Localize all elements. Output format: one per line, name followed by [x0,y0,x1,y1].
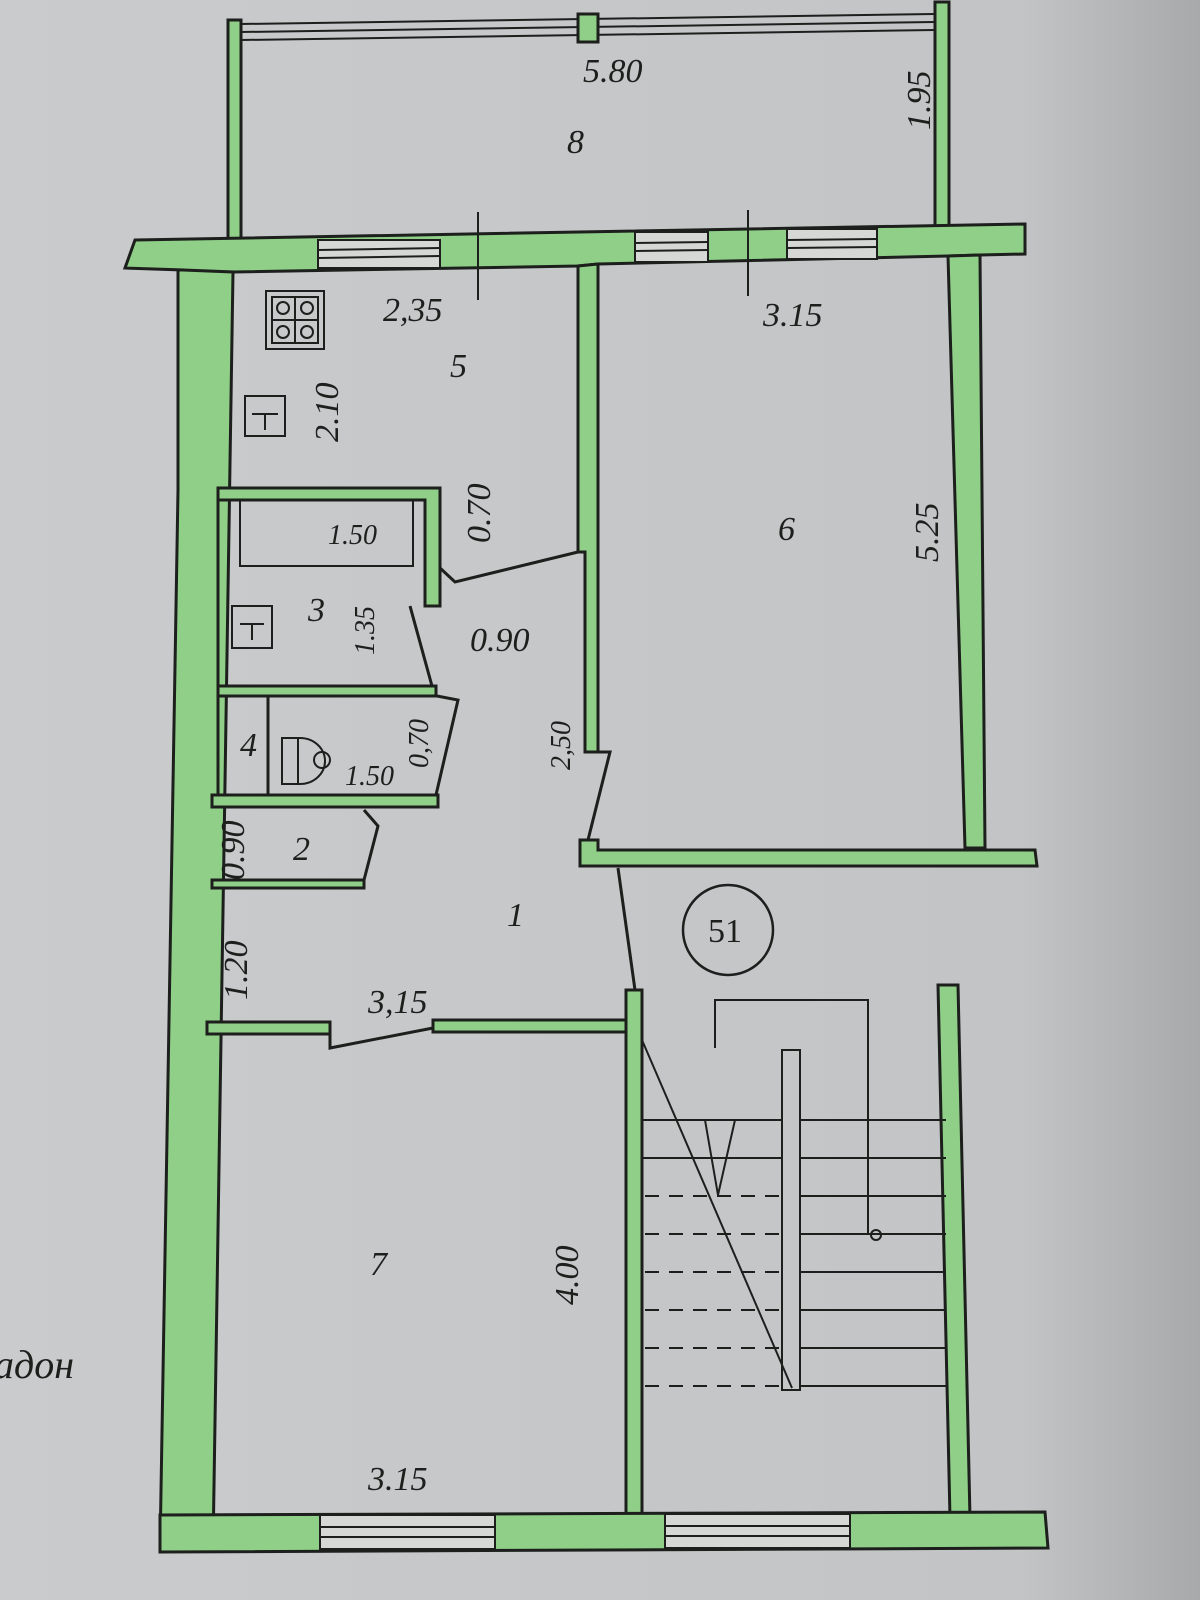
right-wall-6 [946,253,987,850]
wall-1-7-right [431,1018,630,1034]
room-1-side: 1.20 [218,941,255,1001]
apartment-number: 51 [708,913,742,950]
balcony-post [576,12,600,44]
room-6-depth: 5.25 [909,503,946,563]
room-5-number: 5 [450,348,467,385]
door-3[interactable] [408,605,434,687]
bathtub-length: 1.50 [328,520,377,551]
room-2-depth: 0.90 [215,821,252,881]
room-1-depth: 2,50 [546,721,577,770]
balcony-depth: 1.95 [901,71,938,131]
wall-1-7-left [205,1020,332,1036]
entrance-door[interactable] [616,867,637,991]
room-4-width: 1.50 [345,761,394,792]
staircase [641,999,946,1391]
room-1-number: 1 [507,897,524,934]
top-windows [317,210,878,300]
wall-6-bottom [578,838,1039,868]
room-7-depth: 4.00 [549,1246,586,1306]
balcony-width: 5.80 [583,53,643,90]
room-2-number: 2 [293,831,310,868]
wall-2-1 [210,878,366,890]
room-6-number: 6 [778,511,795,548]
bottom-windows [319,1513,851,1550]
stove-icon [265,290,325,350]
room-4-depth: 0,70 [404,719,435,768]
door-5[interactable] [438,550,579,584]
room-8-number: 8 [567,124,584,161]
wall-4-2 [210,793,440,809]
door-2[interactable] [362,809,380,881]
margin-text: адон [0,1342,74,1387]
room-3-depth: 1.35 [350,606,381,655]
wall-7-stairs [624,988,644,1520]
room-1-width: 3,15 [367,984,428,1021]
door-6[interactable] [586,750,612,841]
room-7-number: 7 [370,1246,389,1283]
bathtub [239,499,414,567]
wall-3-4 [216,684,438,698]
room-3-number: 3 [307,592,325,629]
door-7[interactable] [328,1026,434,1050]
balcony [226,0,951,244]
room-5-width: 2,35 [383,292,443,329]
passage-width: 0.90 [470,622,530,659]
bottom-wall [158,1510,1050,1554]
toilet-icon [281,737,331,785]
room-4-number: 4 [240,727,257,764]
room-6-width: 3.15 [762,297,823,334]
room-7-width: 3.15 [367,1461,428,1498]
bathroom-sink-icon [231,605,273,649]
kitchen-sink-icon [244,395,286,437]
door-width: 0.70 [461,484,498,544]
apartment-number-circle [681,883,775,977]
room-5-depth: 2.10 [309,383,346,443]
door-4[interactable] [434,694,460,796]
